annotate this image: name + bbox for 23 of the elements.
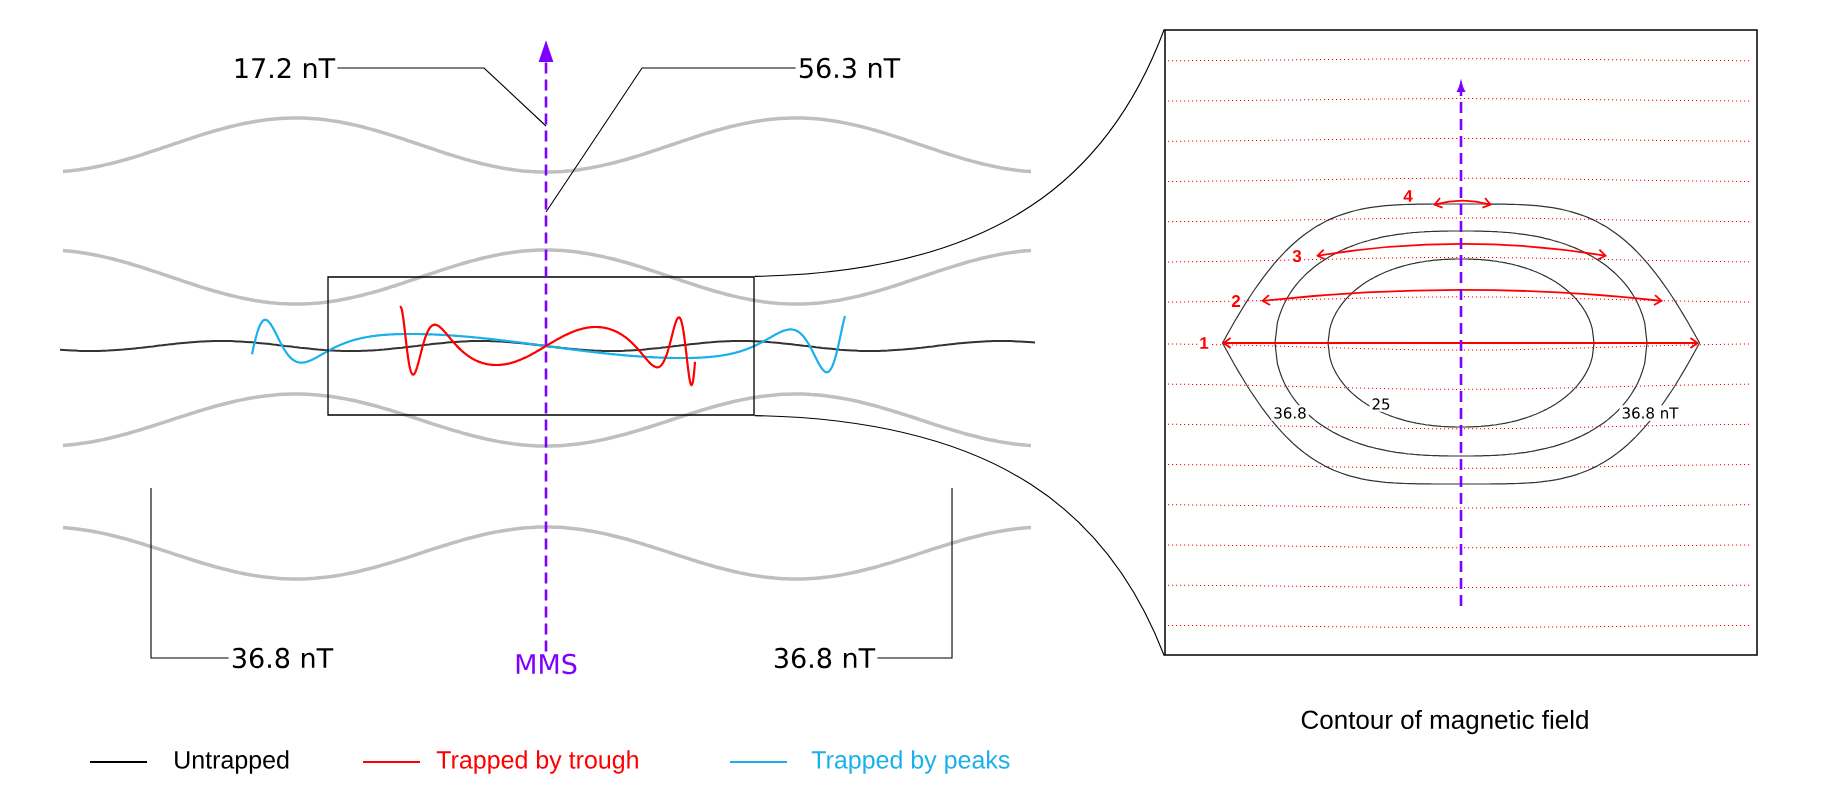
- contour-label: 25: [1369, 396, 1393, 412]
- field-value-label: 56.3 nT: [799, 57, 901, 79]
- legend-label: Trapped by peaks: [811, 750, 1010, 774]
- arrow-number: 4: [1402, 189, 1414, 203]
- field-value-label: 17.2 nT: [235, 58, 336, 78]
- legend-label: Untrapped: [175, 750, 289, 774]
- contour-label: 36.8: [1271, 405, 1309, 421]
- panel-caption: Contour of magnetic field: [1301, 709, 1588, 735]
- zoom-connector: [754, 28, 1165, 277]
- probe-label: MMS: [516, 653, 577, 675]
- arrow-number: 1: [1198, 336, 1210, 350]
- contour-label: 36.8 nT: [1619, 405, 1681, 421]
- leader-line: [876, 487, 953, 659]
- zoom-box: [327, 276, 755, 416]
- arrow-number: 2: [1230, 294, 1242, 308]
- leader-line: [150, 487, 230, 659]
- leader-line: [545, 67, 797, 213]
- field-value-label: 36.8 nT: [232, 647, 334, 669]
- field-value-label: 36.8 nT: [774, 647, 876, 669]
- legend-label: Trapped by trough: [436, 750, 638, 774]
- arrow-number: 3: [1291, 249, 1303, 264]
- zoom-connector: [754, 415, 1165, 657]
- leader-line: [336, 67, 547, 127]
